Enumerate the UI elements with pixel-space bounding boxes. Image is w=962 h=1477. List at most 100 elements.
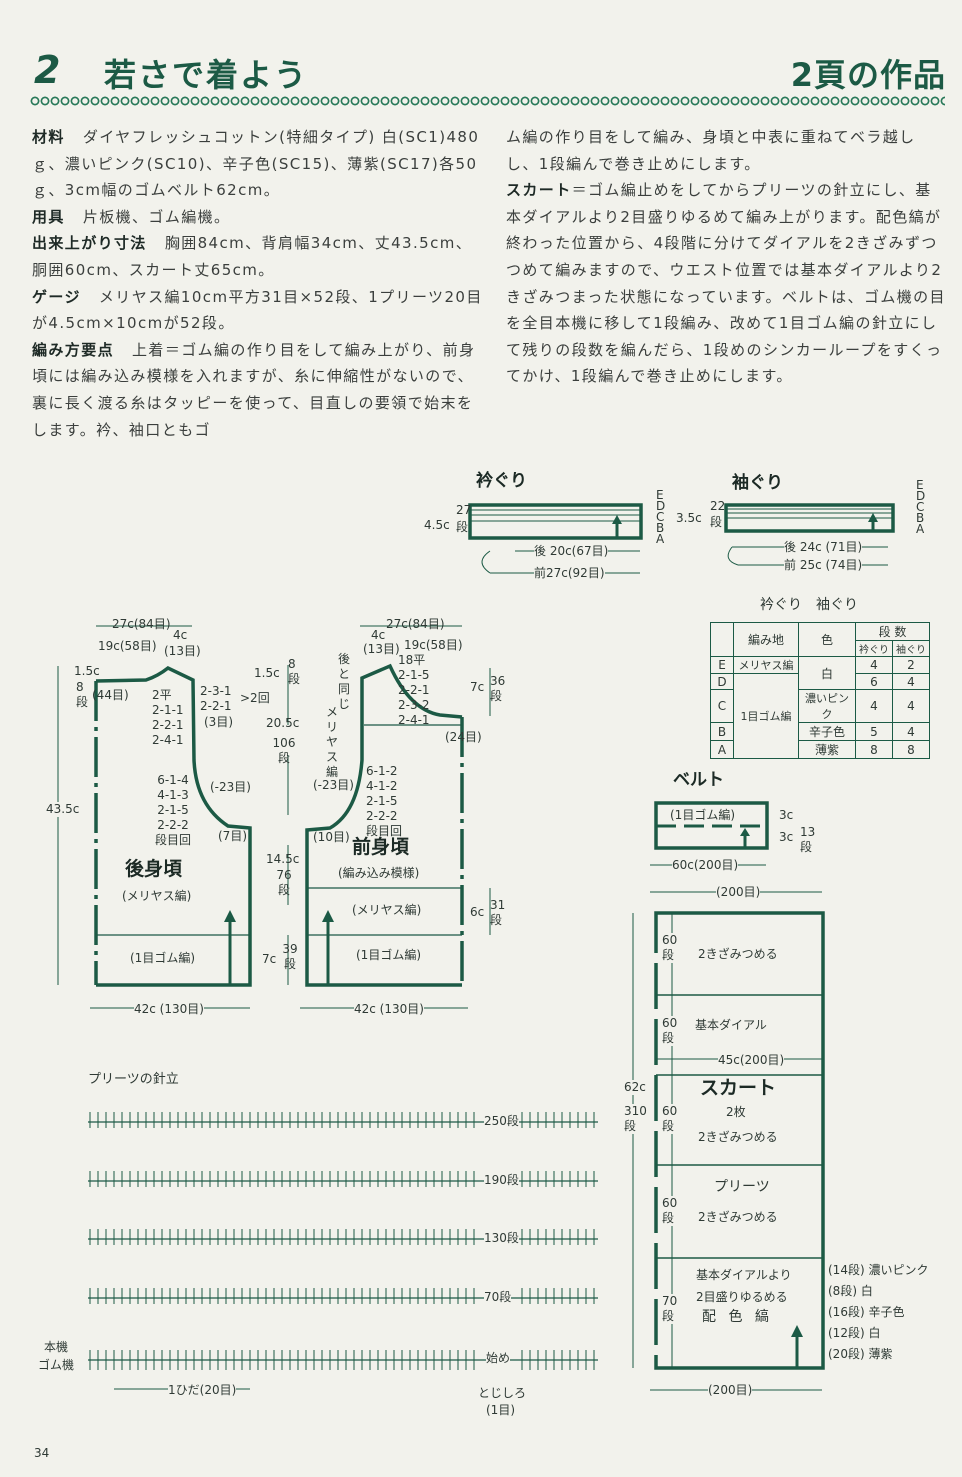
sleeve-band-letters: E D C B A: [916, 479, 926, 536]
skirt-title: スカート: [700, 1077, 777, 1099]
row-neck: 4: [855, 656, 893, 674]
neck-band-rows: 27: [456, 503, 472, 517]
skirt-section-rows-4: 60段: [662, 1196, 678, 1226]
skirt-section-text-5: 基本ダイアルより 2目盛りゆるめる: [696, 1268, 792, 1304]
row-neck: 5: [855, 722, 893, 741]
instructions-left-column: 材料ダイヤフレッシュコットン(特細タイプ) 白(SC1)480ｇ、濃いピンク(S…: [32, 124, 484, 443]
header-stitch: 編み地: [733, 622, 799, 657]
back-armhole-total: (-23目): [210, 780, 251, 794]
pleat-width-label: 1ひだ(20目): [168, 1383, 237, 1398]
skirt-length: 62c: [624, 1080, 646, 1095]
front-bottom-width: 42c (130目): [354, 1002, 424, 1017]
front-shoulder-width: 4c: [371, 628, 386, 642]
gauge-label: ゲージ: [32, 287, 81, 306]
row-key: B: [710, 722, 734, 741]
method-paragraph: 編み方要点上着＝ゴム編の作り目をして編み上がり、前身頃には編み込み模様を入れます…: [32, 337, 484, 443]
neck-band-front: 前27c(92目): [534, 566, 605, 581]
chain-border-divider: [30, 96, 945, 106]
side-measure-cm-2: 20.5c: [266, 716, 300, 730]
method-continued-text: ム編の作り目をして編み、身頃と中表に重ねてベラ越しし、1段編んで巻き止めにします…: [506, 128, 916, 173]
row-sleeve: 4: [892, 722, 930, 741]
letter-d: D: [656, 499, 666, 513]
back-body-stitch: (メリヤス編): [122, 889, 192, 903]
front-neck-bind: (24目): [445, 730, 482, 744]
skirt-section-text-2: 基本ダイアル: [695, 1018, 767, 1032]
belt-title: ベルト: [673, 770, 724, 790]
skirt-section-rows-3: 60段: [662, 1104, 678, 1134]
front-neck-rows: 36段: [490, 674, 506, 703]
back-shoulder-width: 4c: [173, 628, 188, 642]
pleat-row-label-3: 130段: [484, 1231, 519, 1246]
belt-rib: (1目ゴム編): [670, 808, 735, 822]
front-armhole-bind: (10目): [313, 830, 350, 844]
back-bottom-width: 42c (130目): [134, 1002, 204, 1017]
skirt-label: スカート: [506, 181, 572, 200]
row-color: 白: [798, 656, 856, 690]
pleat-needle-rows: [88, 1112, 598, 1370]
back-shoulder-total: (3目): [204, 715, 233, 729]
skirt-section-text-3: 2きざみつめる: [698, 1130, 778, 1144]
belt-width: 60c(200目): [672, 858, 739, 873]
stripe-table-title: 衿ぐり 袖ぐり: [760, 597, 858, 613]
row-sleeve: 4: [892, 673, 930, 690]
side-measure-rows-1: 8段: [288, 657, 301, 686]
letter-a: A: [916, 522, 925, 536]
stripe-item: (16段) 辛子色: [828, 1305, 905, 1319]
back-shoulder-repeat: >2回: [240, 691, 270, 705]
row-sleeve: 8: [892, 740, 930, 759]
front-armhole-total: (-23目): [313, 778, 354, 792]
skirt-count: 2枚: [726, 1105, 746, 1119]
letter-e: E: [656, 488, 664, 502]
stripe-item: (14段) 濃いピンク: [828, 1263, 929, 1277]
belt-height-2: 3c: [779, 830, 794, 844]
side-measure-cm-1: 1.5c: [254, 666, 280, 680]
front-body-outline: [305, 663, 463, 987]
row-color: 薄紫: [798, 740, 856, 759]
back-shoulder-decrease: 2-3-1 2-2-1: [200, 684, 232, 713]
front-body-rib: (1目ゴム編): [356, 948, 421, 962]
skirt-top-stitches: (200目): [716, 885, 761, 900]
sleeve-band-title: 袖ぐり: [732, 473, 783, 493]
header-sleeve: 袖ぐり: [892, 640, 930, 657]
front-stockinette-note: メリヤス編: [326, 705, 339, 779]
size-label: 出来上がり寸法: [32, 234, 147, 253]
front-pattern-cm: 6c: [470, 905, 485, 919]
header-neck: 衿ぐり: [855, 640, 893, 657]
sleeve-band-front: 前 25c (74目): [784, 558, 863, 573]
method-label: 編み方要点: [32, 340, 115, 359]
gauge-paragraph: ゲージメリヤス編10cm平方31目×52段、1プリーツ20目が4.5cm×10c…: [32, 284, 484, 337]
row-key: E: [710, 656, 734, 674]
back-neck-half: 19c(58目): [98, 639, 157, 653]
side-measure-rows-2: 106段: [272, 736, 296, 765]
front-neck-decrease: 18平 2-1-5 2-2-1 2-3-2 2-4-1: [398, 653, 430, 727]
front-body-stockinette: (メリヤス編): [352, 903, 422, 917]
size-text: 胸囲84cm、背肩幅34cm、丈43.5cm、胴囲60cm、スカート丈65cm。: [32, 234, 473, 279]
letter-b: B: [656, 521, 665, 535]
pleats-title: プリーツの針立: [88, 1072, 179, 1087]
stripe-list: (14段) 濃いピンク (8段) 白 (16段) 辛子色 (12段) 白 (20…: [828, 1260, 928, 1365]
row-stitch: 1目ゴム編: [733, 673, 799, 759]
skirt-section-text-1: 2きざみつめる: [698, 947, 778, 961]
back-body-rib: (1目ゴム編): [130, 951, 195, 965]
sleeve-band-height: 3.5c: [676, 511, 702, 525]
skirt-shape: [654, 911, 825, 1370]
side-measure-rows-4: 39段: [282, 942, 298, 971]
skirt-section-text-4: 2きざみつめる: [698, 1210, 778, 1224]
letter-c: C: [916, 500, 925, 514]
page-title: 若さで着よう: [104, 56, 309, 94]
pleat-row-label-1: 250段: [484, 1114, 519, 1129]
letter-d: D: [916, 489, 926, 503]
row-neck: 6: [855, 673, 893, 690]
seam-stitches: (1目): [486, 1403, 515, 1417]
neck-band-title: 衿ぐり: [476, 471, 527, 491]
skirt-width: 45c(200目): [718, 1053, 785, 1068]
back-shoulder-stitches: (13目): [164, 644, 201, 658]
main-bed-label: 本機: [44, 1340, 69, 1354]
materials-paragraph: 材料ダイヤフレッシュコットン(特細タイプ) 白(SC1)480ｇ、濃いピンク(S…: [32, 124, 484, 204]
row-key: C: [710, 689, 734, 723]
skirt-bottom-stitches: (200目): [708, 1383, 753, 1398]
neck-band-letters: E D C B A: [656, 488, 666, 545]
skirt-text: ＝ゴム編止めをしてからプリーツの針立にし、基本ダイアルより2目盛りゆるめて編み上…: [506, 181, 946, 386]
